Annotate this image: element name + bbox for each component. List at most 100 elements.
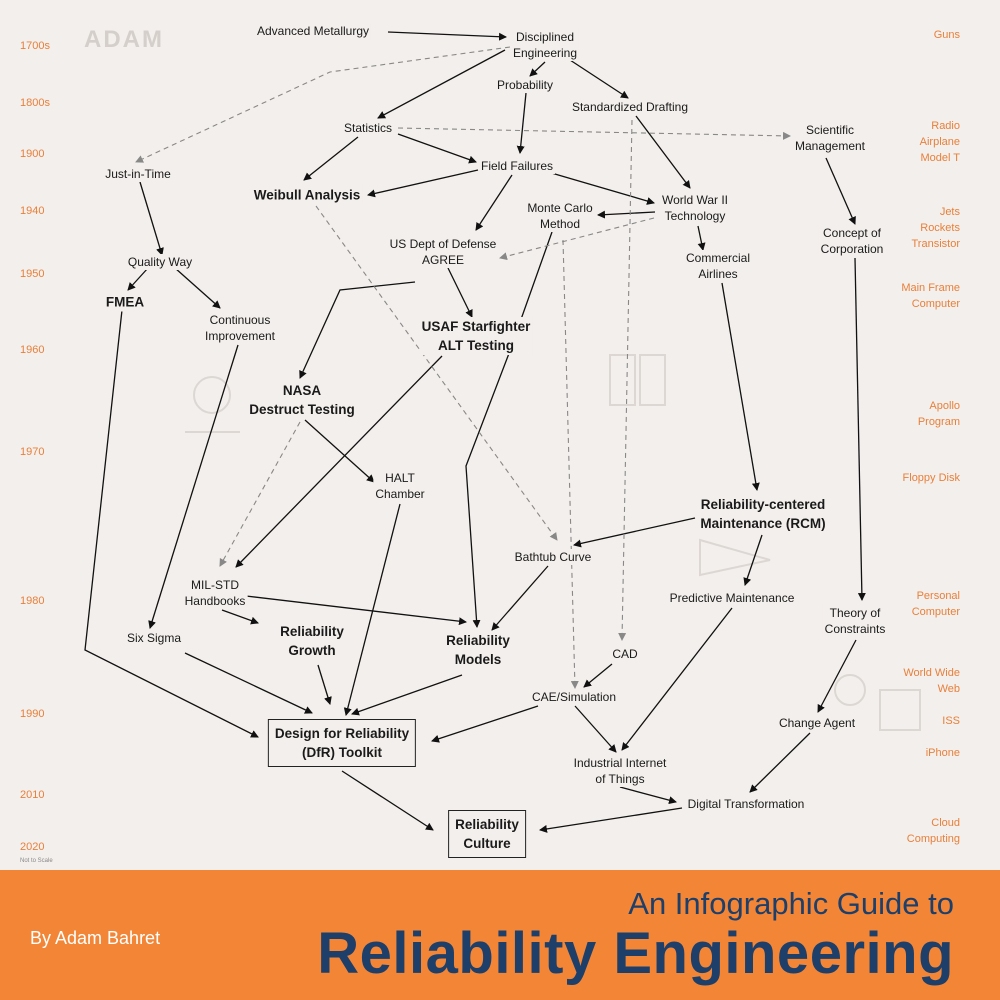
arrow-sixsigma-to-dfr xyxy=(184,652,313,714)
node-standardized-drafting: Standardized Drafting xyxy=(569,99,691,115)
event-apollo: Apollo Program xyxy=(917,400,960,428)
node-cae-simulation: CAE/Simulation xyxy=(529,689,619,705)
event-radio: Radio Airplane Model T xyxy=(919,120,960,164)
node-digital-transformation: Digital Transformation xyxy=(685,796,807,812)
arrow-engineering-to-drafting xyxy=(569,59,629,99)
node-disciplined-engineering: Disciplined Engineering xyxy=(510,29,580,61)
watermark-icons xyxy=(185,354,921,731)
event-www-iss-iphone: World Wide Web ISS iPhone xyxy=(903,667,960,759)
dashed-arrows xyxy=(135,46,791,689)
node-fmea: FMEA xyxy=(103,292,147,312)
node-us-dept-of-defense: US Dept of Defense AGREE xyxy=(387,236,499,268)
arrow-milstd-to-relgrowth xyxy=(221,609,259,625)
node-probability: Probability xyxy=(494,77,556,93)
arrow-qualityway-to-fmea xyxy=(127,267,149,291)
arrow-engineering-to-statistics xyxy=(377,49,506,119)
arrow-predmaint-to-iiot xyxy=(621,607,733,751)
year-1970: 1970 xyxy=(20,446,45,458)
arrow-rcm-to-bathtub xyxy=(573,517,696,548)
year-2010: 2010 xyxy=(20,789,45,801)
arrow-usaf-to-milstd xyxy=(235,355,443,568)
node-just-in-time: Just-in-Time xyxy=(103,166,173,182)
adam-logo: ADAM xyxy=(84,26,164,53)
arrow-corp-to-toc xyxy=(854,257,866,601)
node-halt-chamber: HALT Chamber xyxy=(373,470,427,502)
year-1900: 1900 xyxy=(20,148,45,160)
year-1950: 1950 xyxy=(20,268,45,280)
arrow-fmea-to-dfr xyxy=(84,309,259,738)
arrow-statistics-to-field xyxy=(397,133,477,164)
event-cloud: Cloud Computing xyxy=(906,817,960,845)
node-ww2-technology: World War II Technology xyxy=(659,192,731,224)
arrow-dod-to-usaf xyxy=(447,267,473,318)
arrow-toc-to-changeagent xyxy=(817,639,857,713)
arrow-field-to-weibull xyxy=(367,169,479,198)
node-reliability-culture: Reliability Culture xyxy=(448,810,526,858)
arrow-metal-to-engineering xyxy=(387,31,507,41)
year-1990: 1990 xyxy=(20,708,45,720)
event-jets: Jets Rockets Transistor xyxy=(911,206,961,250)
title-line-1: An Infographic Guide to xyxy=(628,886,954,921)
arrow-changeagent-to-digital xyxy=(749,732,811,793)
node-advanced-metallurgy: Advanced Metallurgy xyxy=(254,23,372,39)
arrow-engineering-to-probability xyxy=(529,61,546,77)
title-line-2: Reliability Engineering xyxy=(317,921,954,986)
event-pc: Personal Computer xyxy=(911,590,960,618)
arrow-iiot-to-digital xyxy=(619,786,677,805)
node-commercial-airlines: Commercial Airlines xyxy=(683,250,753,282)
node-industrial-iot: Industrial Internet of Things xyxy=(571,755,669,787)
node-mil-std-handbooks: MIL-STD Handbooks xyxy=(182,577,248,609)
node-theory-of-constraints: Theory of Constraints xyxy=(822,605,888,637)
node-concept-of-corporation: Concept of Corporation xyxy=(818,225,886,257)
event-guns: Guns xyxy=(933,29,960,41)
arrow-rcm-to-predmaint xyxy=(743,534,763,586)
node-reliability-models: Reliability Models xyxy=(444,631,512,669)
arrow-dod-to-nasa xyxy=(299,281,416,379)
node-predictive-maintenance: Predictive Maintenance xyxy=(667,590,797,606)
scale-note: Not to Scale xyxy=(20,858,53,864)
arrow-cae-to-iiot xyxy=(574,705,617,753)
arrow-cad-to-cae xyxy=(583,663,613,688)
year-1960: 1960 xyxy=(20,344,45,356)
arrow-jit-to-qualityway xyxy=(139,181,164,256)
arrow-models-to-dfr xyxy=(351,674,463,716)
solid-arrows xyxy=(84,31,866,833)
node-usaf-starfighter: USAF Starfighter ALT Testing xyxy=(419,317,533,355)
year-1800s: 1800s xyxy=(20,97,50,109)
arrow-statistics-to-weibull xyxy=(303,136,359,181)
node-dfr-toolkit: Design for Reliability (DfR) Toolkit xyxy=(267,719,417,767)
connection-arrows xyxy=(84,31,921,833)
arrow-milstd-to-models xyxy=(245,595,467,626)
arrow-contimp-to-sixsigma xyxy=(148,344,239,629)
year-1700s: 1700s xyxy=(20,40,50,52)
arrow-probability-to-field xyxy=(516,92,527,154)
node-cad: CAD xyxy=(610,646,640,662)
node-rcm: Reliability-centered Maintenance (RCM) xyxy=(698,495,828,533)
node-nasa-destruct-testing: NASA Destruct Testing xyxy=(247,381,357,419)
arrow-dfr-to-culture xyxy=(341,770,434,831)
node-weibull-analysis: Weibull Analysis xyxy=(251,185,363,205)
arrow-montecarlo-to-models xyxy=(465,231,553,628)
arrow-bathtub-to-models xyxy=(491,565,549,631)
arrow-relgrowth-to-dfr xyxy=(317,664,332,705)
arrow-field-to-dod xyxy=(475,174,513,231)
year-2020: 2020 xyxy=(20,841,45,853)
node-statistics: Statistics xyxy=(341,120,395,136)
arrow-ww2-to-airlines xyxy=(697,225,706,251)
arrow-engineering-to-jit xyxy=(135,46,511,163)
arrow-weibull-to-bathtub xyxy=(315,205,558,541)
node-field-failures: Field Failures xyxy=(478,158,556,174)
arrow-drafting-to-cad xyxy=(618,119,633,641)
node-quality-way: Quality Way xyxy=(125,254,195,270)
node-change-agent: Change Agent xyxy=(776,715,858,731)
event-floppy: Floppy Disk xyxy=(902,472,960,484)
node-bathtub-curve: Bathtub Curve xyxy=(512,549,594,565)
footer-banner: By Adam Bahret An Infographic Guide to R… xyxy=(0,870,1000,1000)
timeline-diagram: ADAM 1700s 1800s 1900 1940 1950 1960 197… xyxy=(20,23,961,864)
event-mainframe: Main Frame Computer xyxy=(901,282,960,310)
arrow-statistics-to-scimgmt xyxy=(397,127,791,140)
node-six-sigma: Six Sigma xyxy=(124,630,184,646)
arrow-scimgmt-to-corp xyxy=(825,157,856,225)
author-credit: By Adam Bahret xyxy=(30,928,161,948)
node-scientific-management: Scientific Management xyxy=(792,122,868,154)
